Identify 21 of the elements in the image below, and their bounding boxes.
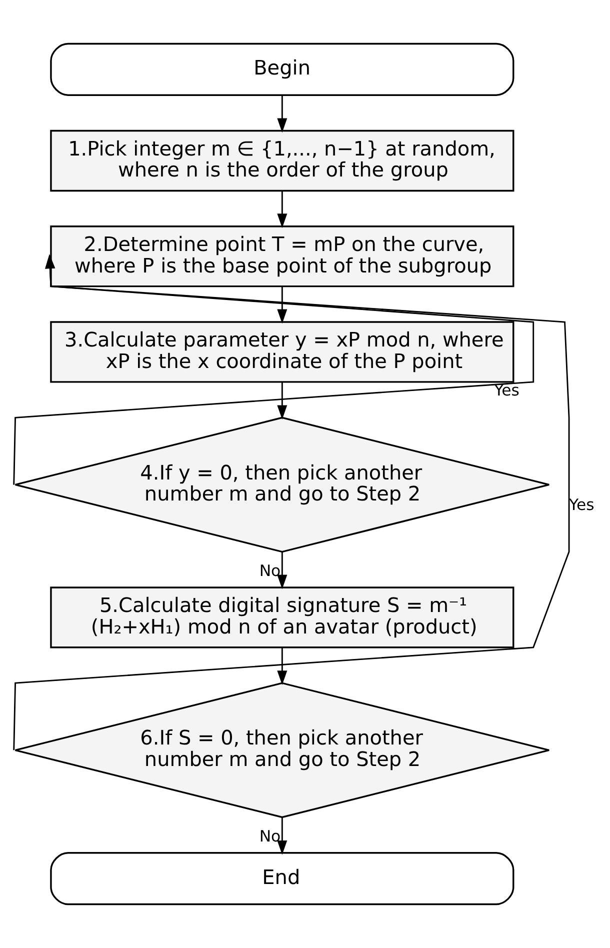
arrow <box>277 286 288 324</box>
arrow <box>277 552 288 590</box>
node-box: End <box>50 852 514 906</box>
node-box: 3.Calculate parameter y = xP mod n, where xP is the x coordinate of the P point <box>50 321 514 383</box>
arrow <box>277 191 288 228</box>
edge-label: No <box>259 560 281 580</box>
node-box: 5.Calculate digital signature S = m⁻¹ (H₂+xH₁) mod n of an avatar (product) <box>50 586 514 648</box>
arrow <box>277 648 288 685</box>
node-diamond: 4.If y = 0, then pick another number m and go to Step 2 <box>14 416 550 553</box>
arrow <box>277 382 288 420</box>
node-box: 1.Pick integer m ∈ {1,..., n−1} at random, where n is the order of the group <box>50 130 514 192</box>
arrow <box>277 817 288 855</box>
arrow <box>277 95 288 133</box>
edge-label: Yes <box>569 494 594 514</box>
edge-label: Yes <box>494 380 520 400</box>
node-diamond: 6.If S = 0, then pick another number m and go to Step 2 <box>14 682 550 818</box>
node-box: 2.Determine point T = mP on the curve, where P is the base point of the subgroup <box>50 226 514 288</box>
arrow <box>13 254 534 485</box>
node-box: Begin <box>50 42 514 96</box>
edge-label: No <box>259 826 281 846</box>
arrow <box>13 254 570 750</box>
